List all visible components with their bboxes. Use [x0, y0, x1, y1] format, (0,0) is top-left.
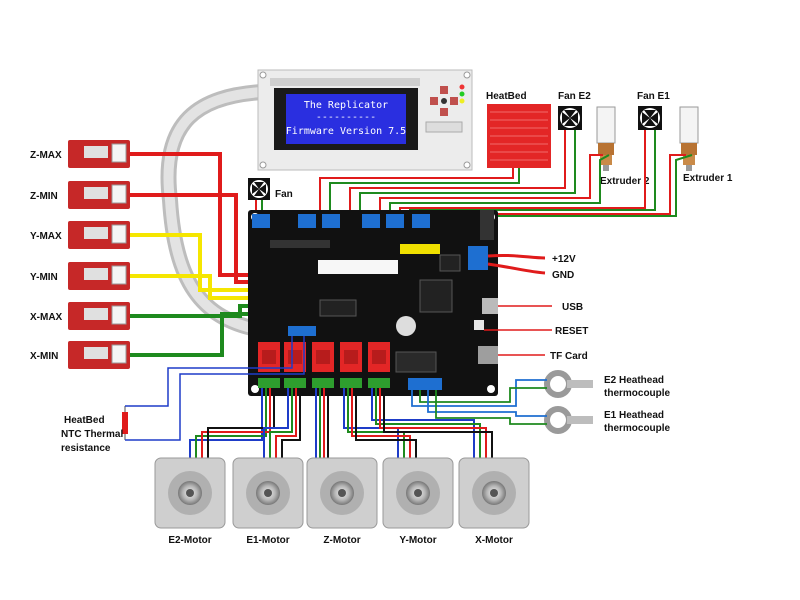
motor-x	[458, 457, 530, 529]
label-tfcard: TF Card	[550, 351, 588, 362]
label-fan-e2: Fan E2	[558, 91, 591, 102]
extruder-2	[596, 106, 616, 171]
label-xmin: X-MIN	[30, 351, 58, 362]
label-zmin: Z-MIN	[30, 191, 58, 202]
endstop-ymax	[68, 221, 130, 249]
led-red	[459, 84, 465, 90]
endstop-modules	[68, 140, 130, 369]
label-e2-thermo-1: E2 Heathead	[604, 375, 664, 386]
wire-gnd	[487, 262, 546, 275]
top-wires	[255, 130, 693, 217]
thermocouple-wires	[411, 379, 547, 425]
fan-board-icon	[248, 178, 270, 200]
ntc-thermistor	[122, 406, 128, 440]
label-motor-x: X-Motor	[475, 535, 513, 546]
lcd-button-down	[440, 108, 448, 116]
heatbed	[487, 104, 551, 168]
thermocouple-e2	[544, 370, 593, 398]
label-zmax: Z-MAX	[30, 150, 62, 161]
label-heatbed: HeatBed	[486, 91, 527, 102]
label-extruder1: Extruder 1	[683, 173, 733, 184]
tf-card-slot	[478, 346, 498, 364]
label-ymin: Y-MIN	[30, 272, 58, 283]
endstop-xmax	[68, 302, 130, 330]
motor-z	[306, 457, 378, 529]
label-ymax: Y-MAX	[30, 231, 62, 242]
label-ntc-1: HeatBed	[64, 415, 105, 426]
fan-e2-icon	[558, 106, 582, 130]
label-fan: Fan	[275, 189, 293, 200]
extruder-1	[679, 106, 699, 171]
motor-e2	[154, 457, 226, 529]
label-xmax: X-MAX	[30, 312, 63, 323]
label-motor-z: Z-Motor	[323, 535, 360, 546]
endstop-xmin	[68, 341, 130, 369]
label-fan-e1: Fan E1	[637, 91, 670, 102]
label-ntc-3: resistance	[61, 443, 111, 454]
thermocouple-e1	[544, 406, 593, 434]
motor-y	[382, 457, 454, 529]
motor-e1	[232, 457, 304, 529]
motor-wires	[189, 388, 493, 458]
label-usb: USB	[562, 302, 583, 313]
label-motor-y: Y-Motor	[399, 535, 436, 546]
lcd-button-left	[430, 97, 438, 105]
label-motor-e2: E2-Motor	[168, 535, 211, 546]
endstop-zmin	[68, 181, 130, 209]
ntc-wire-1	[125, 336, 293, 407]
main-board	[248, 210, 498, 396]
lcd-line1: The Replicator	[304, 100, 388, 111]
lcd-button-up	[440, 86, 448, 94]
ntc-wire-2	[125, 336, 305, 441]
wire-12v	[487, 253, 546, 260]
label-extruder2: Extruder 2	[600, 176, 650, 187]
lcd-panel: The Replicator ---------- Firmware Versi…	[257, 69, 473, 171]
endstop-ymin	[68, 262, 130, 290]
label-ntc-2: NTC Thermal	[61, 429, 123, 440]
led-yellow	[459, 98, 465, 104]
label-reset: RESET	[555, 326, 588, 337]
label-motor-e1: E1-Motor	[246, 535, 289, 546]
led-green	[459, 91, 465, 97]
label-e2-thermo-2: thermocouple	[604, 388, 671, 399]
label-e1-thermo-2: thermocouple	[604, 423, 671, 434]
reset-button	[474, 320, 484, 330]
endstop-zmax	[68, 140, 130, 168]
usb-port	[482, 298, 498, 314]
label-12v: +12V	[552, 254, 576, 265]
lcd-button-right	[450, 97, 458, 105]
fan-e1-icon	[638, 106, 662, 130]
label-gnd: GND	[552, 270, 574, 281]
lcd-line3: Firmware Version 7.5	[286, 126, 406, 137]
label-e1-thermo-1: E1 Heathead	[604, 410, 664, 421]
lcd-line2: ----------	[316, 112, 376, 123]
